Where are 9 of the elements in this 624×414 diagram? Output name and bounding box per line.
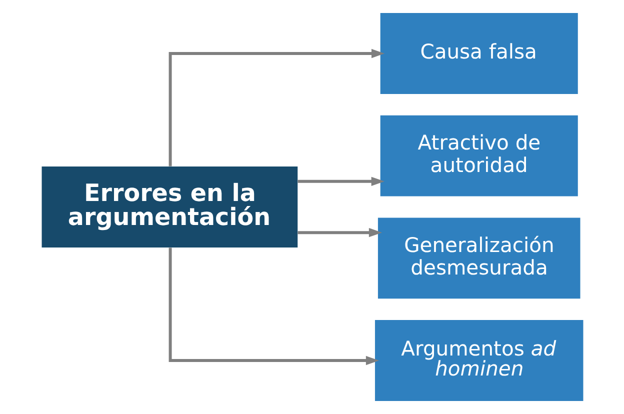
node-box: Causa falsa xyxy=(380,13,578,94)
node-box: Errores en la argumentación xyxy=(41,166,298,248)
arrow xyxy=(297,228,382,238)
arrow xyxy=(168,248,379,366)
arrow xyxy=(297,176,384,186)
node-box: Atractivo de autoridad xyxy=(380,115,578,196)
node-box: Argumentos ad hominen xyxy=(374,320,583,401)
node-box: Generalización desmesurada xyxy=(377,218,580,299)
arrow xyxy=(168,48,384,166)
